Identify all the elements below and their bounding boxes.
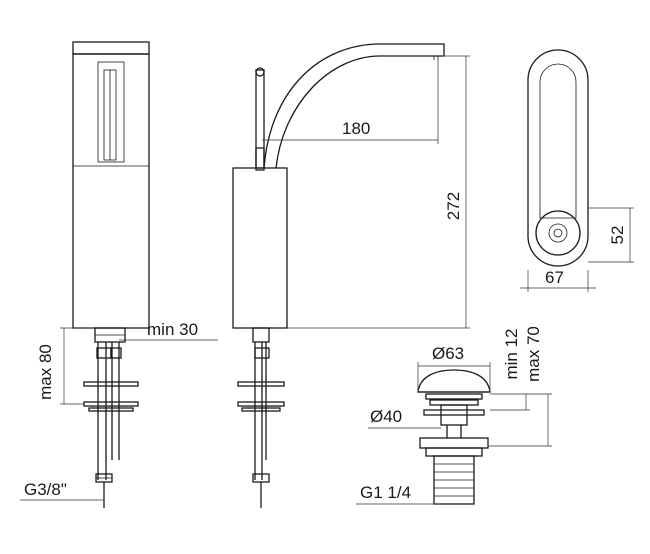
height-label: 272 bbox=[444, 192, 463, 220]
cap-diameter-label: Ø63 bbox=[432, 344, 464, 363]
inlet-thread-label: G3/8" bbox=[24, 480, 67, 499]
waste-max-label: max 70 bbox=[524, 326, 543, 382]
spout-reach-label: 180 bbox=[342, 119, 370, 138]
top-dimensions: 52 67 bbox=[520, 207, 634, 292]
waste-view bbox=[417, 369, 491, 505]
side-clearance-label: min 30 bbox=[147, 320, 198, 339]
front-dimensions: max 80 min 30 G3/8" bbox=[20, 320, 218, 501]
base-width-label: 67 bbox=[545, 268, 564, 287]
base-depth-label: 52 bbox=[608, 226, 627, 245]
max-deck-label: max 80 bbox=[36, 344, 55, 400]
body-diameter-label: Ø40 bbox=[370, 407, 402, 426]
top-view bbox=[527, 49, 589, 267]
waste-dimensions: Ø63 Ø40 min 12 max 70 G1 1/4 bbox=[356, 326, 552, 505]
side-dimensions: 180 272 bbox=[262, 55, 470, 329]
waste-min-label: min 12 bbox=[502, 328, 521, 379]
side-view bbox=[232, 43, 445, 508]
waste-thread-label: G1 1/4 bbox=[360, 483, 411, 502]
front-view bbox=[72, 41, 150, 508]
